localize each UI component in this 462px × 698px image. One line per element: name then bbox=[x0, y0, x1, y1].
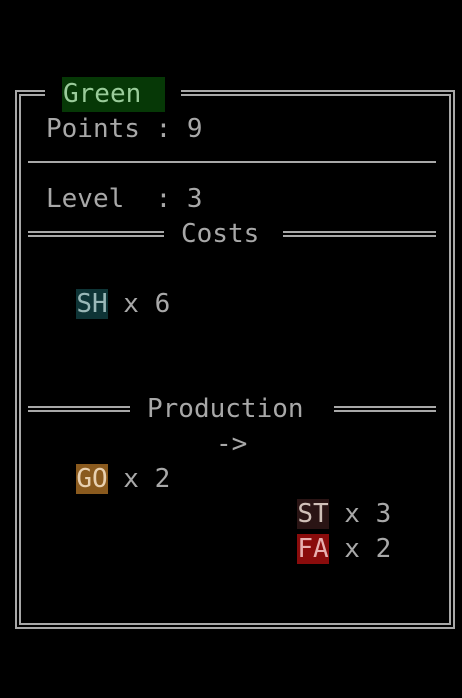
resource-code-fa: FA bbox=[297, 534, 329, 564]
production-arrow: -> bbox=[216, 429, 248, 459]
costs-rule-right bbox=[283, 231, 436, 237]
costs-heading: Costs bbox=[181, 219, 260, 249]
panel-frame bbox=[15, 90, 455, 629]
production-output-qty-st: x 3 bbox=[328, 499, 392, 529]
cost-qty-sh: x 6 bbox=[107, 289, 171, 319]
resource-code-st: ST bbox=[297, 499, 329, 529]
production-input-go: GO x 2 bbox=[45, 427, 170, 494]
costs-rule-left bbox=[28, 231, 164, 237]
panel-title: Green bbox=[62, 77, 165, 112]
level-label: Level : 3 bbox=[46, 184, 203, 214]
points-label: Points : 9 bbox=[46, 114, 203, 144]
production-heading: Production bbox=[147, 394, 304, 424]
resource-code-go: GO bbox=[76, 464, 108, 494]
production-rule-left bbox=[28, 406, 130, 412]
resource-code-sh: SH bbox=[76, 289, 108, 319]
points-divider bbox=[28, 161, 436, 163]
cost-item-sh: SH x 6 bbox=[45, 252, 170, 319]
production-output-st: ST x 3 bbox=[266, 462, 391, 529]
production-rule-right bbox=[334, 406, 436, 412]
production-output-fa: FA x 2 bbox=[266, 497, 391, 564]
production-output-qty-fa: x 2 bbox=[328, 534, 392, 564]
production-input-qty: x 2 bbox=[107, 464, 171, 494]
